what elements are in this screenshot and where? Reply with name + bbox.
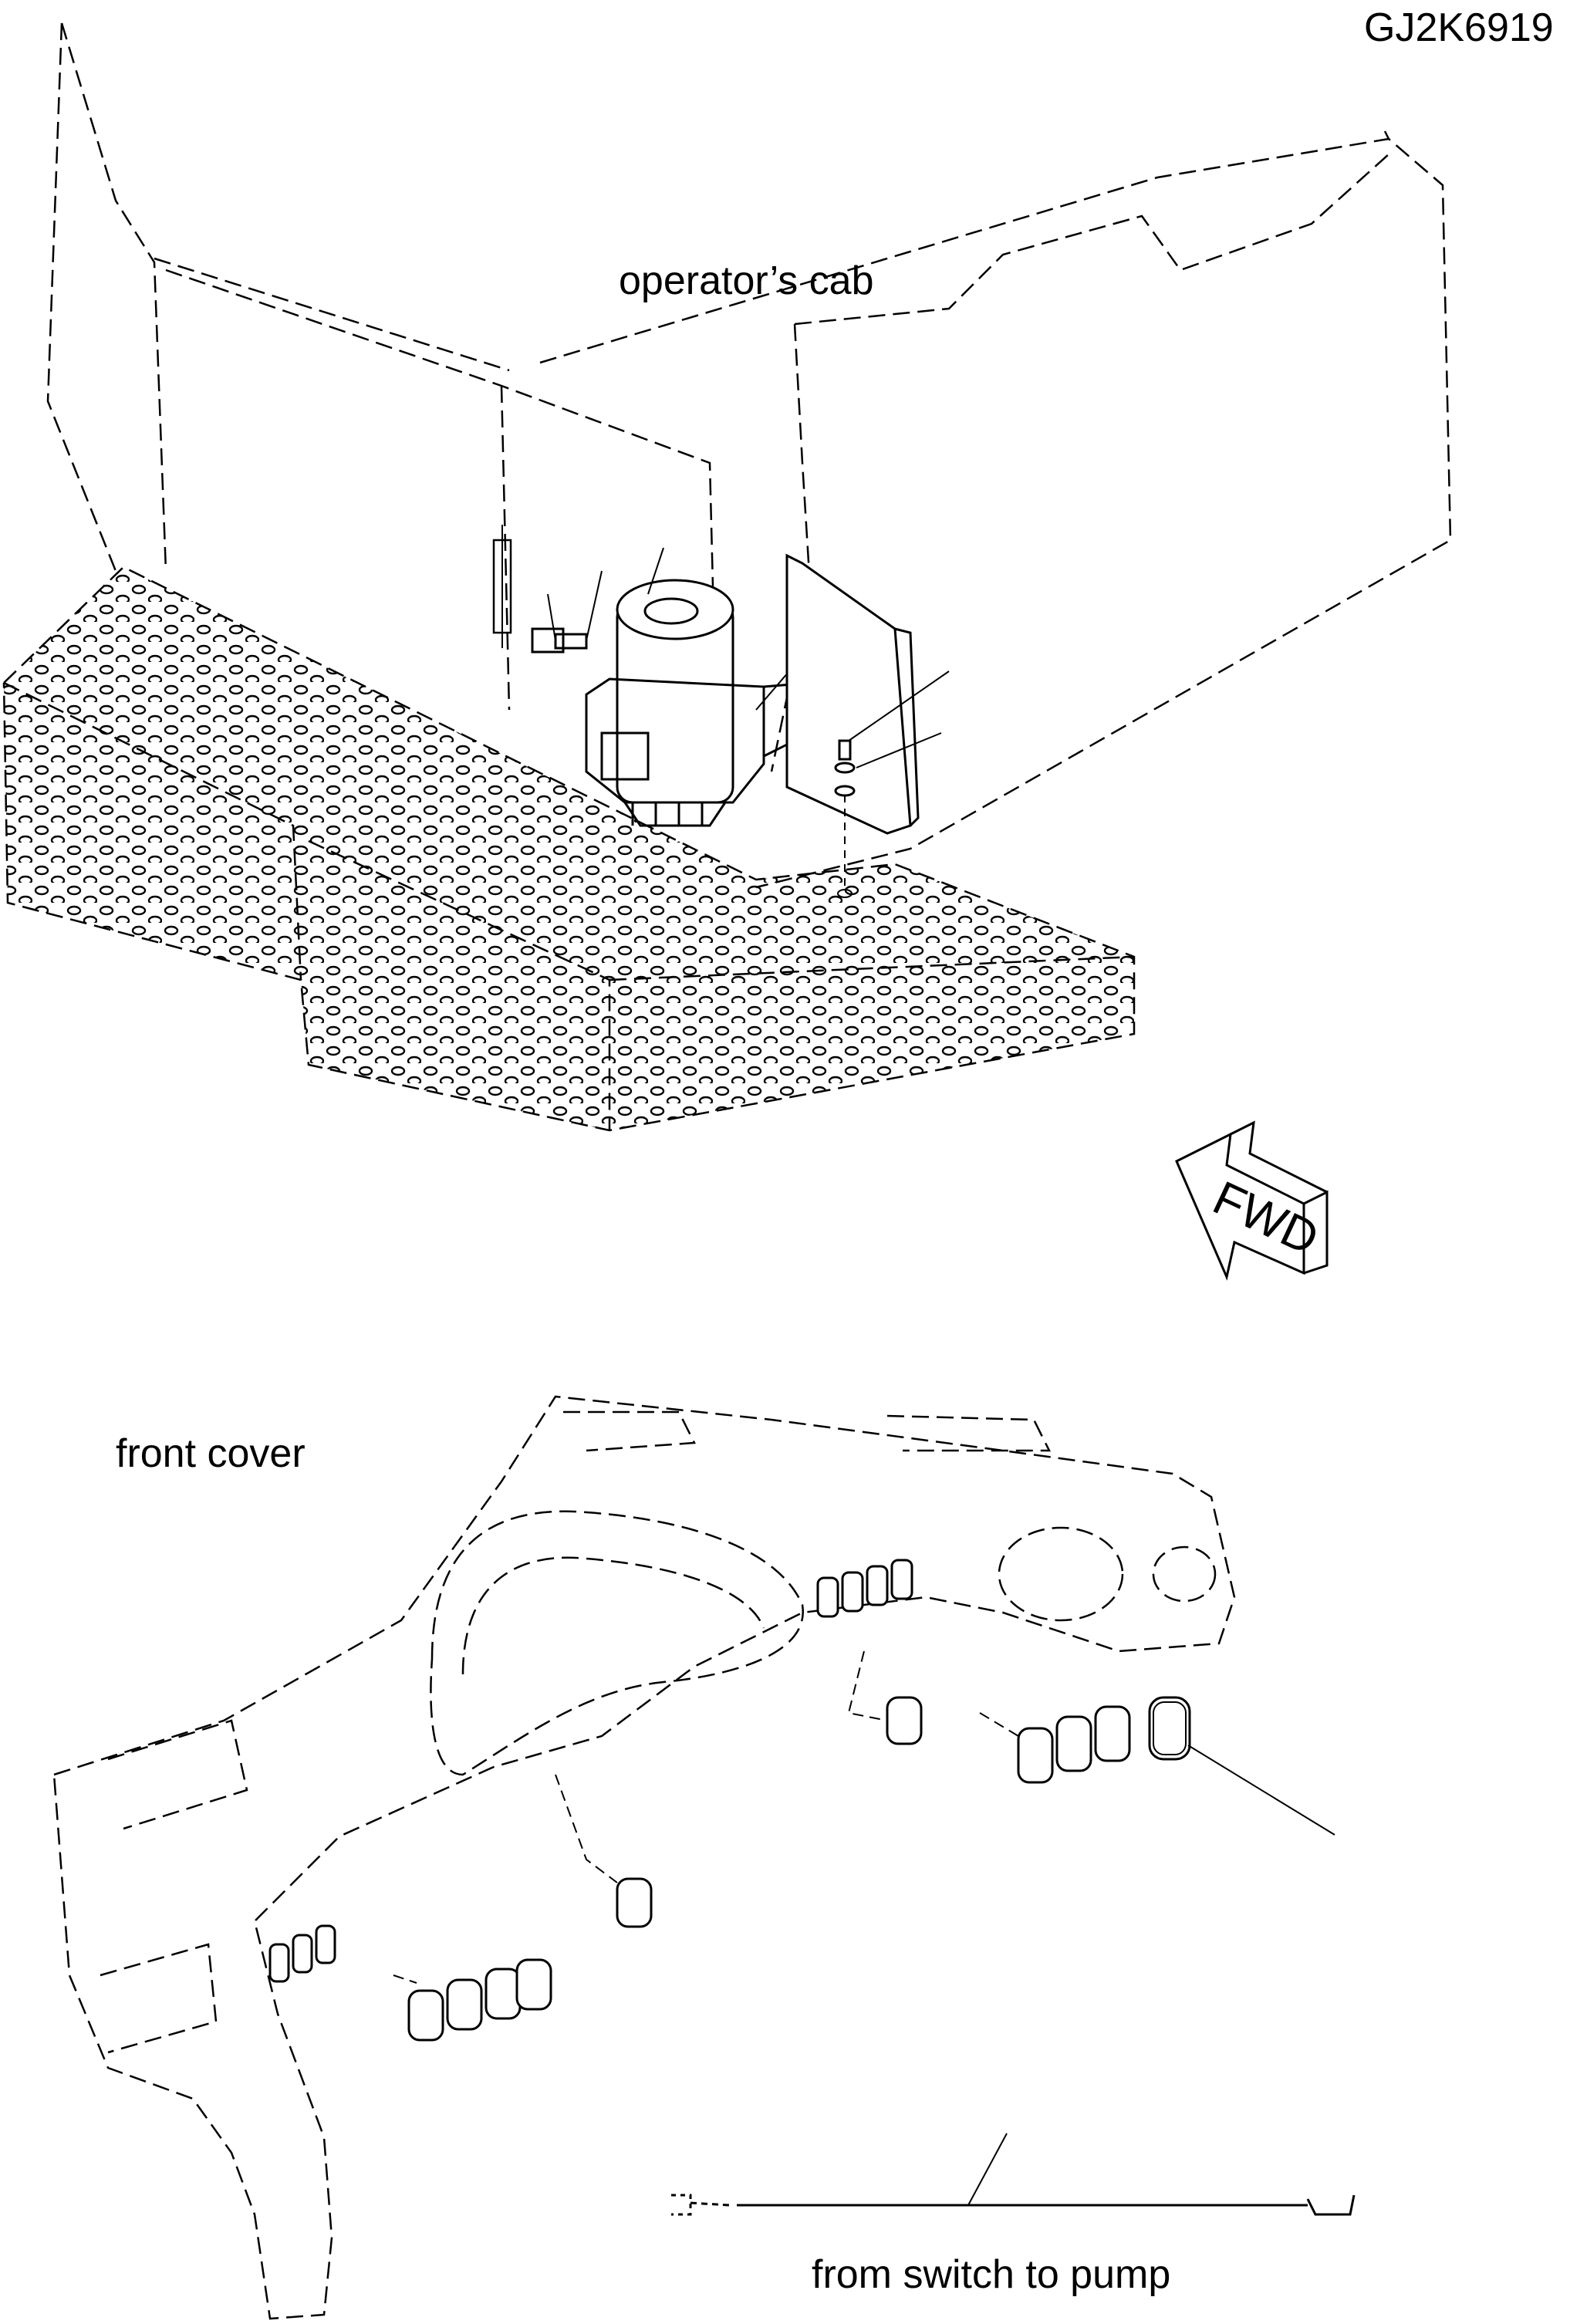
exploded-switch-parts (407, 1696, 1335, 2042)
front-cover-label: front cover (116, 1431, 306, 1476)
cab-outline (46, 22, 1452, 889)
forward-arrow-icon: FWD (1175, 1120, 1329, 1281)
floor-plate (2, 566, 1136, 1132)
wire-harness (671, 2133, 1356, 2216)
dashboard-switches (268, 1559, 913, 1983)
front-cover (52, 1395, 1236, 2320)
mounting-bracket (785, 553, 950, 898)
drawing-id-label: GJ2K6919 (1364, 5, 1554, 50)
wire-route-label: from switch to pump (812, 2252, 1171, 2297)
operators-cab-label: operator’s cab (619, 258, 874, 303)
leader-lines (393, 1650, 1019, 1984)
